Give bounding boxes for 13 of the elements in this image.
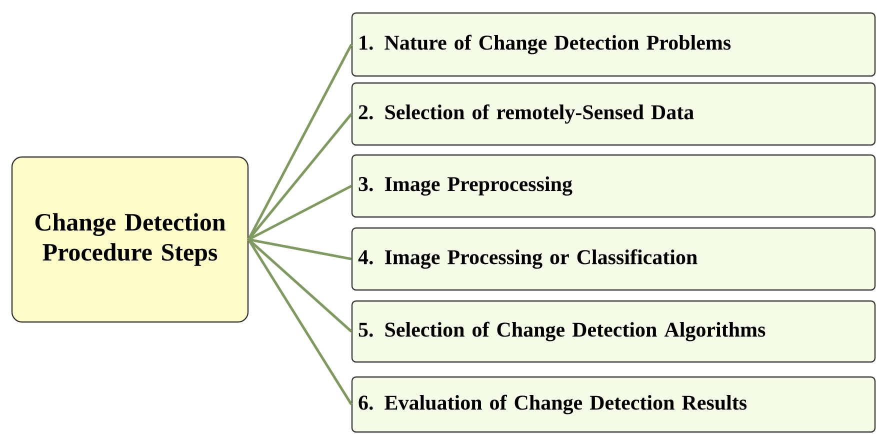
step-box: 2. Selection of remotely-Sensed Data — [351, 82, 876, 146]
connector-line — [247, 44, 353, 240]
step-box: 4. Image Processing or Classification — [351, 227, 876, 291]
connector-line — [248, 238, 352, 332]
connector-line — [248, 238, 352, 406]
connector-line — [248, 184, 352, 241]
connector-line — [248, 113, 352, 240]
step-box: 5. Selection of Change Detection Algorithms — [351, 300, 876, 363]
connector-line — [248, 238, 352, 260]
step-box: 3. Image Preprocessing — [351, 154, 876, 218]
step-box: 1. Nature of Change Detection Problems — [351, 12, 876, 77]
step-box: 6. Evaluation of Change Detection Results — [351, 376, 876, 433]
central-box: Change Detection Procedure Steps — [11, 156, 249, 323]
